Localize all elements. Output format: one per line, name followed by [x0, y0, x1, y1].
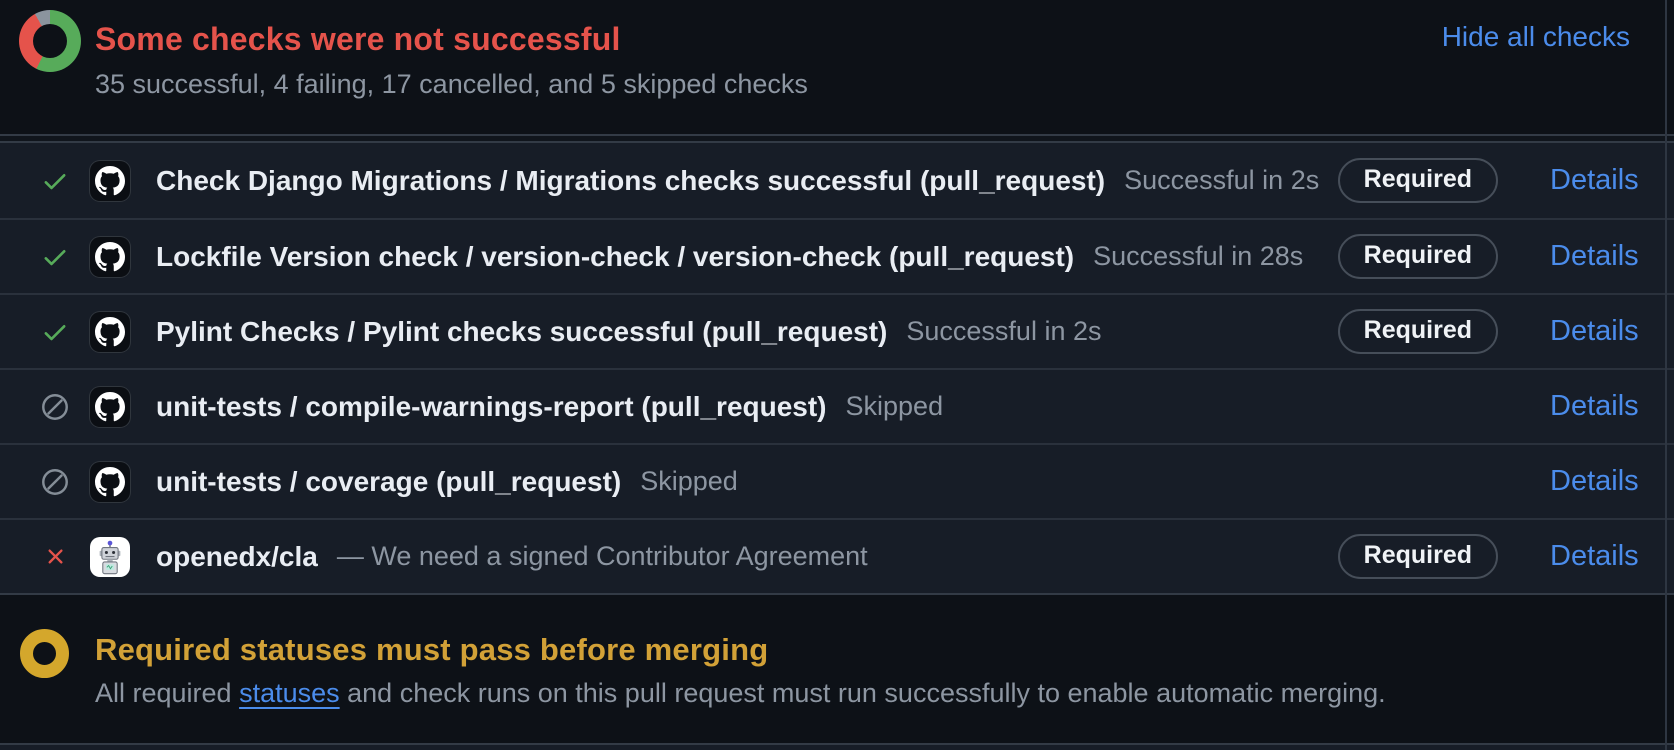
checks-header-title: Some checks were not successful [95, 21, 621, 57]
statuses-link[interactable]: statuses [239, 678, 340, 708]
check-success-icon [40, 243, 70, 271]
github-actions-avatar[interactable] [90, 236, 130, 277]
check-name: unit-tests / coverage (pull_request) [156, 465, 622, 497]
github-actions-avatar[interactable] [90, 461, 130, 502]
checks-summary-header: Some checks were not successful 35 succe… [0, 0, 1674, 134]
check-success-icon [40, 167, 70, 195]
check-success-icon [40, 318, 70, 346]
details-link[interactable]: Details [1550, 315, 1639, 347]
check-row: Check Django Migrations / Migrations che… [0, 143, 1674, 218]
check-status-text: Skipped [640, 466, 738, 496]
merge-status-body: All required statuses and check runs on … [95, 678, 1632, 709]
details-link[interactable]: Details [1550, 240, 1639, 272]
next-section-edge [0, 743, 1674, 750]
check-status-text: Skipped [845, 391, 944, 421]
check-name: Check Django Migrations / Migrations che… [156, 164, 1106, 196]
required-status-ring-icon [20, 629, 69, 678]
github-actions-avatar[interactable] [90, 386, 130, 427]
check-name: Lockfile Version check / version-check /… [156, 240, 1075, 272]
required-badge: Required [1337, 158, 1498, 203]
github-actions-avatar[interactable] [90, 311, 130, 352]
check-status-text: Successful in 2s [1124, 165, 1320, 195]
details-link[interactable]: Details [1550, 164, 1639, 196]
check-row: Pylint Checks / Pylint checks successful… [0, 293, 1674, 368]
check-skipped-icon [40, 468, 70, 496]
details-link[interactable]: Details [1550, 465, 1639, 497]
checks-list: Check Django Migrations / Migrations che… [0, 143, 1674, 593]
check-failed-icon [40, 544, 70, 569]
check-name: unit-tests / compile-warnings-report (pu… [156, 390, 827, 422]
cla-bot-avatar[interactable] [90, 536, 130, 577]
check-row: openedx/cla — We need a signed Contribut… [0, 518, 1674, 593]
check-name: openedx/cla [156, 540, 318, 572]
check-status-text: — We need a signed Contributor Agreement [336, 541, 868, 571]
header-list-divider [0, 134, 1674, 143]
panel-right-border [1665, 0, 1667, 750]
merge-body-prefix: All required [95, 678, 240, 708]
check-row: Lockfile Version check / version-check /… [0, 218, 1674, 293]
merge-status-section: Required statuses must pass before mergi… [0, 593, 1674, 743]
check-row: unit-tests / compile-warnings-report (pu… [0, 368, 1674, 443]
check-name: Pylint Checks / Pylint checks successful… [156, 315, 888, 347]
check-row: unit-tests / coverage (pull_request) Ski… [0, 443, 1674, 518]
required-badge: Required [1337, 309, 1498, 354]
check-status-text: Successful in 28s [1093, 241, 1304, 271]
required-badge: Required [1337, 234, 1498, 279]
required-badge: Required [1337, 534, 1498, 579]
checks-donut-chart-icon [19, 10, 81, 72]
checks-header-summary: 35 successful, 4 failing, 17 cancelled, … [95, 69, 808, 99]
details-link[interactable]: Details [1550, 540, 1639, 572]
check-skipped-icon [40, 393, 70, 421]
merge-status-title: Required statuses must pass before mergi… [95, 632, 769, 667]
github-actions-avatar[interactable] [90, 160, 130, 201]
hide-all-checks-link[interactable]: Hide all checks [1441, 21, 1630, 52]
details-link[interactable]: Details [1550, 390, 1639, 422]
check-status-text: Successful in 2s [906, 316, 1102, 346]
merge-body-suffix: and check runs on this pull request must… [339, 678, 1386, 708]
